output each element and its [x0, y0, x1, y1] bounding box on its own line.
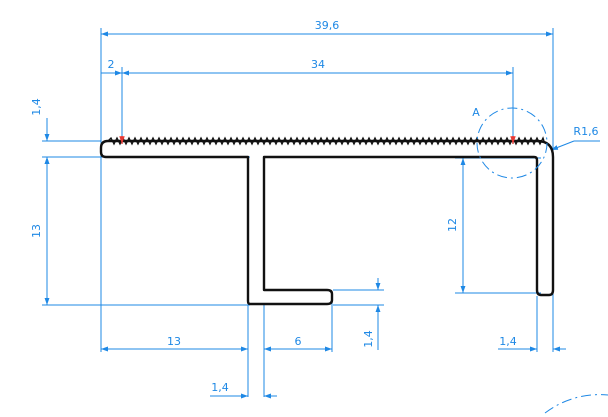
profile-outline	[99, 139, 555, 306]
left-height-label: 13	[30, 224, 43, 238]
serration-length-label: 34	[311, 58, 325, 71]
base-width-label: 13	[167, 335, 181, 348]
detail-label: A	[472, 106, 480, 119]
foot-thickness-label: 1,4	[362, 330, 375, 348]
dimension-lines	[44, 31, 600, 399]
detail-circle-a	[476, 107, 548, 179]
right-leg-thickness-label: 1,4	[499, 335, 517, 348]
foot-length-label: 6	[295, 335, 302, 348]
right-leg-height-label: 12	[446, 218, 459, 232]
detail-view-arc	[544, 394, 608, 414]
corner-radius-label: R1,6	[573, 125, 598, 138]
top-thickness-label: 1,4	[30, 98, 43, 116]
overall-width-label: 39,6	[315, 19, 340, 32]
left-offset-label: 2	[108, 58, 115, 71]
serration-markers	[119, 136, 516, 144]
serrated-top-surface	[107, 136, 545, 146]
stem-thickness-label: 1,4	[211, 381, 229, 394]
